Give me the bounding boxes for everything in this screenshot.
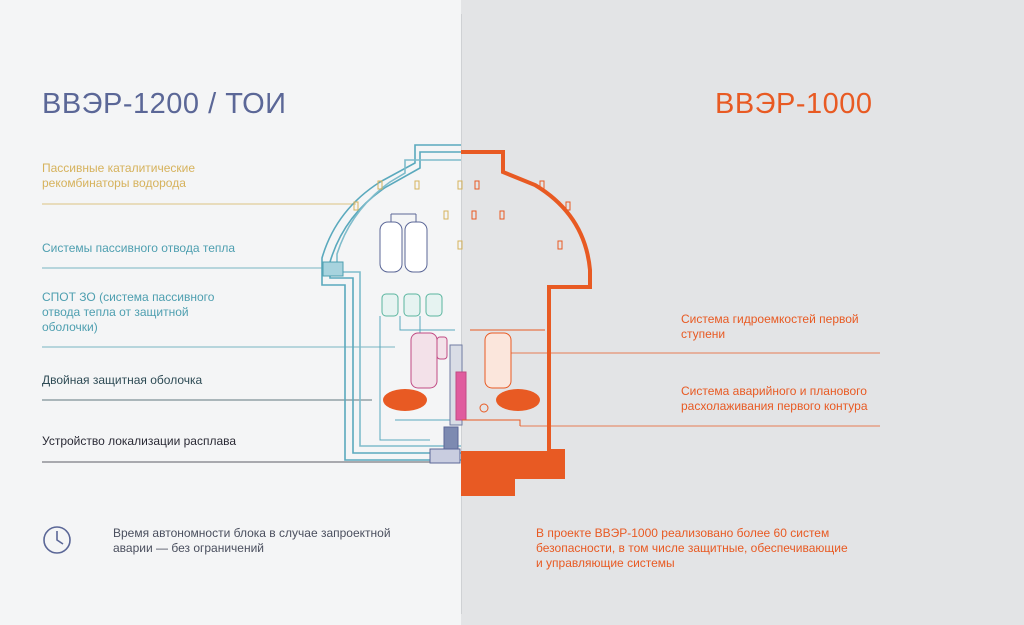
label-line: СПОТ ЗО (система пассивного xyxy=(42,290,215,304)
vver1000-foundation-lower xyxy=(461,477,513,494)
vver1200-steam-generator xyxy=(410,332,448,389)
label-line: расхолаживания первого контура xyxy=(681,399,868,413)
label-hydrogen-recombiners: Пассивные каталитические рекомбинаторы в… xyxy=(42,161,195,191)
label-core-catcher: Устройство локализации расплава xyxy=(42,434,236,449)
footnote-line: В проекте ВВЭР-1000 реализовано более 60… xyxy=(536,526,830,540)
label-line: Система аварийного и планового xyxy=(681,384,867,398)
vver1000-foundation xyxy=(461,451,563,477)
label-double-containment: Двойная защитная оболочка xyxy=(42,373,202,388)
label-line: Система гидроемкостей первой xyxy=(681,312,859,326)
vver1000-title: ВВЭР-1000 xyxy=(715,88,873,120)
vver1000-tanks xyxy=(484,332,512,389)
label-spot-zo: СПОТ ЗО (система пассивного отвода тепла… xyxy=(42,290,214,335)
footnote-line: и управляющие системы xyxy=(536,556,675,570)
vver1000-containment xyxy=(461,150,592,496)
vver1200-pressurizer xyxy=(383,389,427,411)
reactor-vessel xyxy=(449,344,467,426)
label-line: Устройство локализации расплава xyxy=(42,434,237,448)
vver1000-panel xyxy=(461,0,1024,625)
footnote-line: аварии — без ограничений xyxy=(113,541,265,555)
core-catcher xyxy=(429,426,461,464)
vver1200-title: ВВЭР-1200 / ТОИ xyxy=(42,88,287,120)
label-emergency-cooldown: Система аварийного и планового расхолажи… xyxy=(681,384,868,414)
label-passive-heat-removal: Системы пассивного отвода тепла xyxy=(42,241,235,256)
right-leader-lines xyxy=(505,352,880,427)
label-line: рекомбинаторы водорода xyxy=(42,176,186,190)
footnote-line: Время автономности блока в случае запрое… xyxy=(113,526,391,540)
passive-heat-exchanger xyxy=(322,261,344,277)
label-line: отвода тепла от защитной xyxy=(42,305,189,319)
label-hydroaccumulators: Система гидроемкостей первой ступени xyxy=(681,312,859,342)
label-line: Двойная защитная оболочка xyxy=(42,373,203,387)
label-line: оболочки) xyxy=(42,320,98,334)
spot-tanks xyxy=(381,293,443,317)
label-line: ступени xyxy=(681,327,726,341)
autonomy-note: Время автономности блока в случае запрое… xyxy=(113,526,391,556)
clock-icon xyxy=(43,526,71,554)
left-leader-lines xyxy=(42,203,430,463)
footnote-line: безопасности, в том числе защитные, обес… xyxy=(536,541,848,555)
panel-divider xyxy=(461,14,462,614)
label-line: Пассивные каталитические xyxy=(42,161,196,175)
vver1000-dome-markers xyxy=(471,180,571,250)
vver1000-cooling-tank xyxy=(496,389,540,411)
right-piping xyxy=(462,329,545,426)
label-line: Системы пассивного отвода тепла xyxy=(42,241,236,255)
safety-systems-note: В проекте ВВЭР-1000 реализовано более 60… xyxy=(536,526,848,571)
vver1200-tanks xyxy=(379,213,428,273)
